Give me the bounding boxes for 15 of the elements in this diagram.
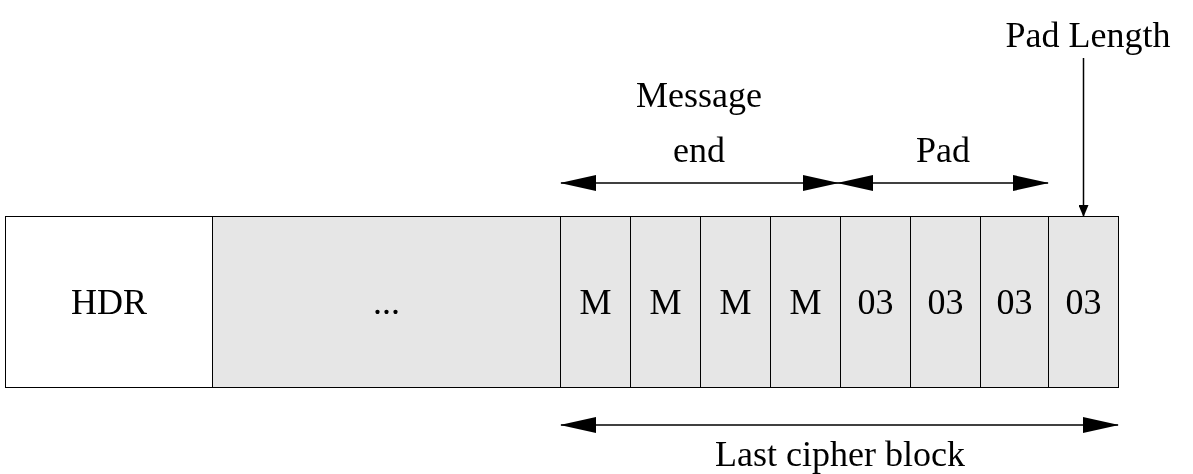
dimension-label: Message end <box>635 74 763 172</box>
field-cell: 03 <box>910 216 981 388</box>
field-cell: 03 <box>840 216 911 388</box>
arrow <box>1078 57 1089 217</box>
annotation-text: Pad Length <box>990 12 1186 58</box>
field-cell: HDR <box>5 216 213 388</box>
field-cell: ... <box>212 216 561 388</box>
field-cell: M <box>560 216 631 388</box>
dimension-label: Last cipher block <box>714 433 966 474</box>
dimension-label: Pad <box>915 129 971 172</box>
field-cell: 03 <box>980 216 1049 388</box>
field-cell: M <box>700 216 771 388</box>
field-cell: M <box>770 216 841 388</box>
field-cell: 03 <box>1048 216 1119 388</box>
field-cell: M <box>630 216 701 388</box>
